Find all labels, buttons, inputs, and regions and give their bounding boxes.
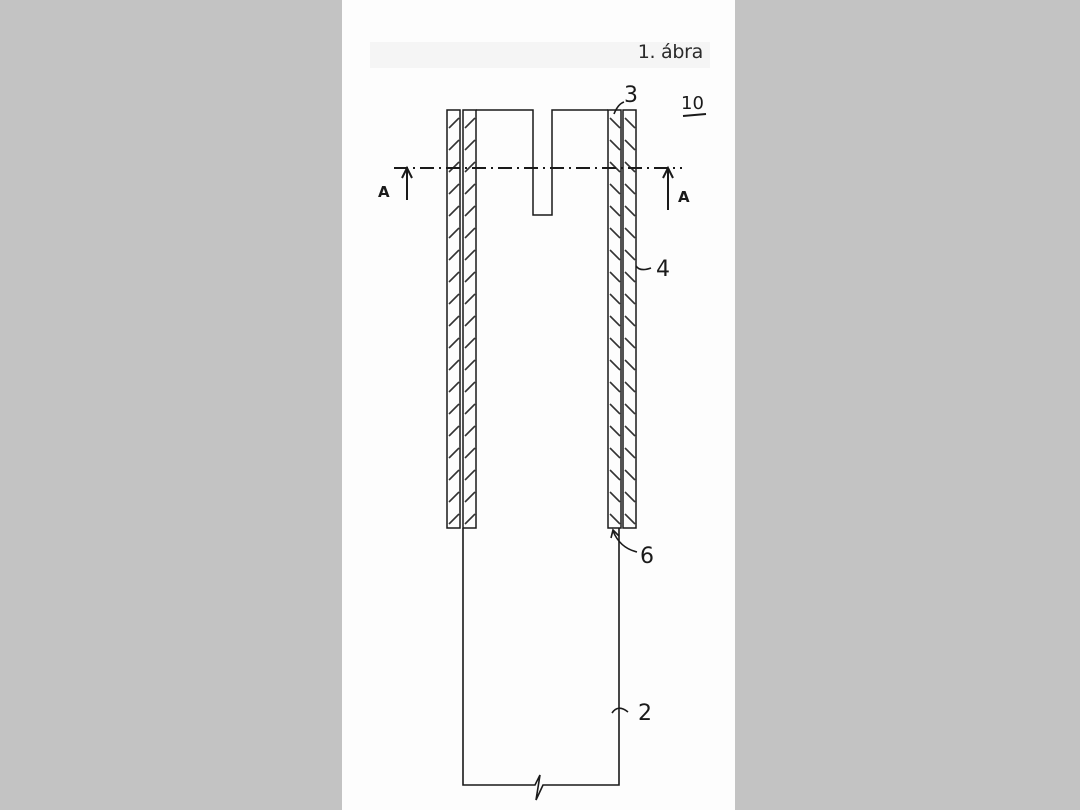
top-insert-with-slot <box>476 109 608 216</box>
right-wall <box>607 109 637 529</box>
figure-title: 1. ábra <box>637 41 704 63</box>
reference-numeral-10: 10 <box>681 93 704 114</box>
label-6: 6 <box>640 544 654 569</box>
section-marker-left: A <box>378 183 390 201</box>
label-2: 2 <box>638 701 652 726</box>
inner-body <box>462 528 620 801</box>
label-4: 4 <box>656 257 670 282</box>
section-line-a-a <box>394 165 682 210</box>
leader-4 <box>635 265 652 271</box>
arrowhead-6 <box>610 528 620 539</box>
section-marker-right: A <box>678 188 690 206</box>
leader-6 <box>612 530 638 553</box>
header-band <box>370 42 710 68</box>
numeral-underline <box>682 113 707 117</box>
label-3: 3 <box>624 83 638 108</box>
left-wall <box>446 109 477 529</box>
leader-3 <box>613 101 625 115</box>
leader-2 <box>611 707 629 714</box>
drawing-page: 1. ábra <box>342 0 735 810</box>
patent-drawing: A A 10 3 4 6 2 <box>378 83 707 801</box>
